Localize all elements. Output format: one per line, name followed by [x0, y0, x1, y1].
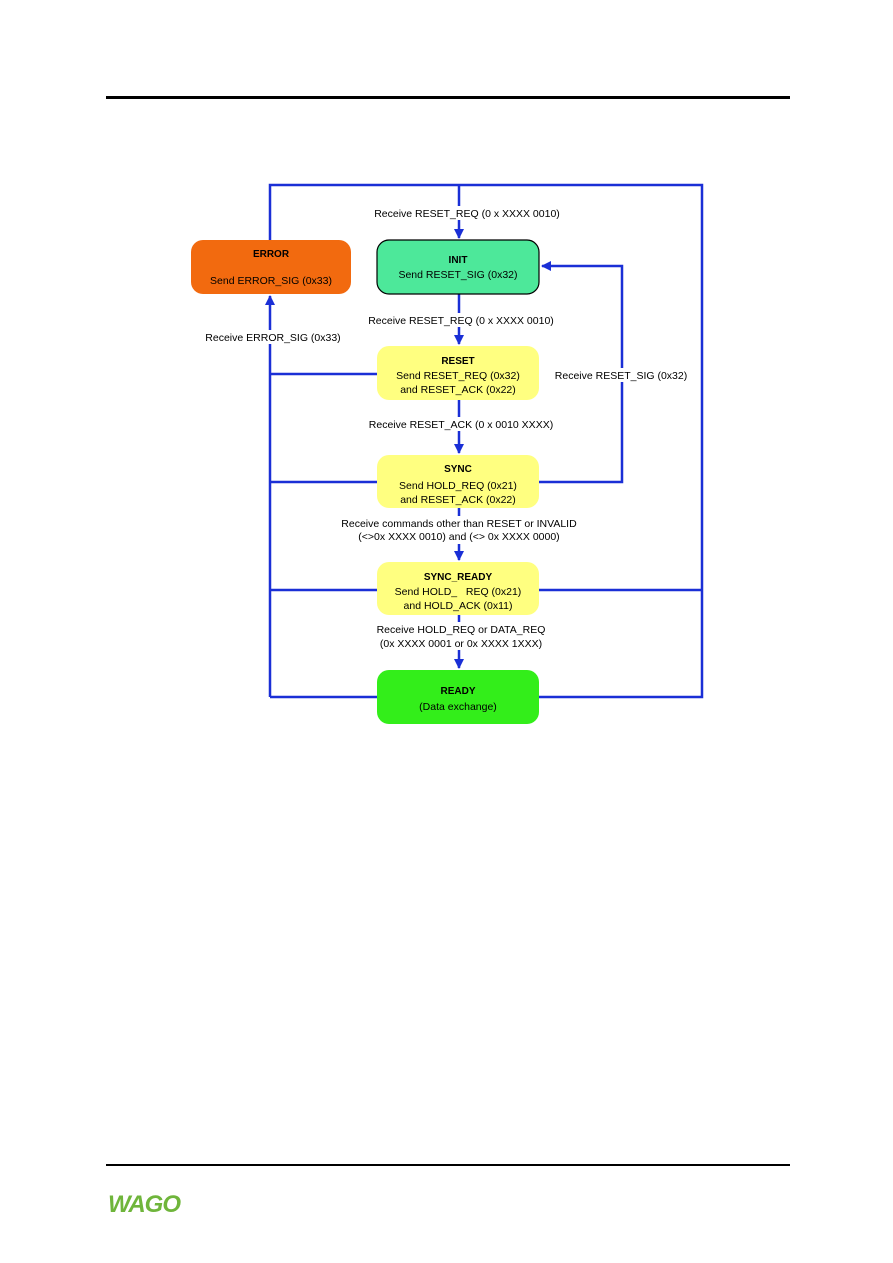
- outer-loop-line: [268, 183, 704, 699]
- label-to-error: Receive ERROR_SIG (0x33): [205, 332, 340, 344]
- label-syncready-to-ready-1: Receive HOLD_REQ or DATA_REQ: [377, 624, 546, 636]
- state-sync-line1: Send HOLD_REQ (0x21): [399, 480, 517, 492]
- connector-lines: [265, 183, 704, 699]
- state-ready-text: (Data exchange): [419, 701, 497, 713]
- state-ready: READY (Data exchange): [377, 670, 539, 724]
- state-reset-title: RESET: [441, 356, 474, 367]
- state-sync-title: SYNC: [444, 464, 472, 475]
- wago-logo-text: WAGO: [108, 1191, 181, 1218]
- state-error-title: ERROR: [253, 249, 290, 260]
- state-error-text: Send ERROR_SIG (0x33): [210, 275, 332, 287]
- label-init-to-reset: Receive RESET_REQ (0 x XXXX 0010): [368, 315, 554, 327]
- state-reset-line2: and RESET_ACK (0x22): [400, 384, 516, 396]
- label-reset-to-sync: Receive RESET_ACK (0 x 0010 XXXX): [369, 419, 553, 431]
- state-error: ERROR Send ERROR_SIG (0x33): [191, 240, 351, 294]
- state-sync-ready-line1: Send HOLD_ REQ (0x21): [395, 586, 522, 598]
- label-to-init: Receive RESET_REQ (0 x XXXX 0010): [374, 208, 560, 220]
- label-syncready-to-ready-2: (0x XXXX 0001 or 0x XXXX 1XXX): [380, 638, 542, 650]
- label-sync-to-syncready-2: (<>0x XXXX 0010) and (<> 0x XXXX 0000): [358, 531, 559, 543]
- wago-logo: WAGO: [108, 1191, 182, 1218]
- state-sync-ready-line2: and HOLD_ACK (0x11): [404, 600, 513, 612]
- state-init: INIT Send RESET_SIG (0x32): [376, 239, 540, 295]
- state-reset: RESET Send RESET_REQ (0x32) and RESET_AC…: [377, 346, 539, 400]
- footer-rule: [106, 1164, 790, 1166]
- state-sync-line2: and RESET_ACK (0x22): [400, 494, 516, 506]
- state-sync-ready: SYNC_READY Send HOLD_ REQ (0x21) and HOL…: [377, 562, 539, 615]
- label-sync-to-syncready-1: Receive commands other than RESET or INV…: [341, 518, 577, 530]
- state-sync-ready-title: SYNC_READY: [424, 572, 493, 583]
- label-to-init-sig: Receive RESET_SIG (0x32): [555, 370, 687, 382]
- header-rule: [106, 96, 790, 99]
- state-sync: SYNC Send HOLD_REQ (0x21) and RESET_ACK …: [377, 455, 539, 508]
- state-reset-line1: Send RESET_REQ (0x32): [396, 370, 520, 382]
- state-init-text: Send RESET_SIG (0x32): [398, 269, 517, 281]
- state-init-title: INIT: [449, 255, 468, 266]
- state-ready-title: READY: [440, 686, 475, 697]
